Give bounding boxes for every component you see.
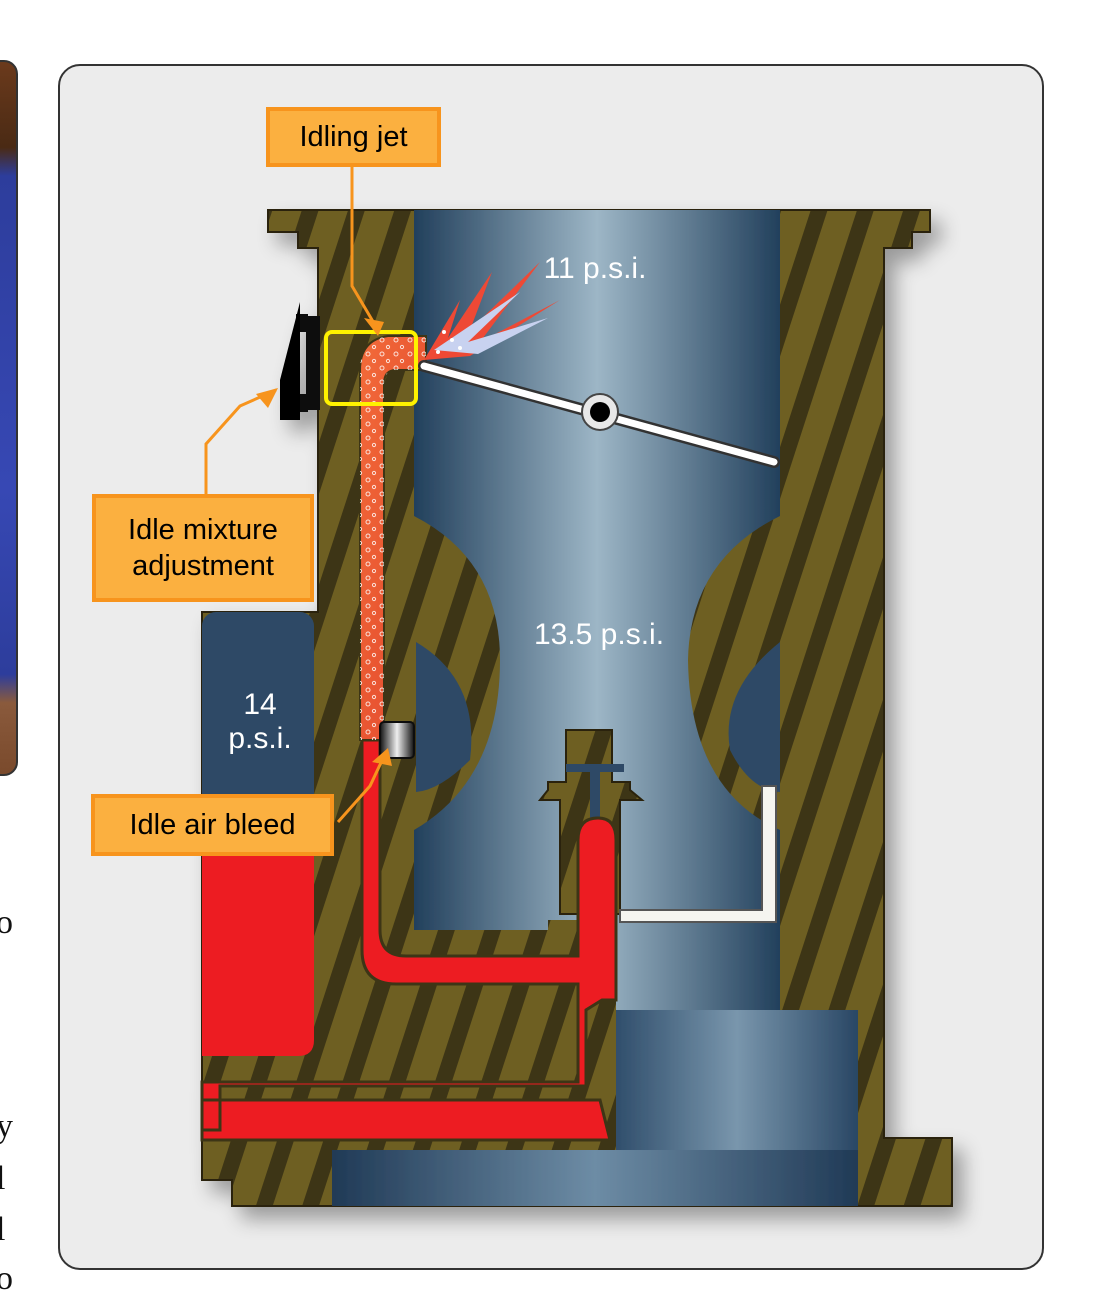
callout-idling-jet: Idling jet [266,107,441,167]
arrowhead [372,748,392,766]
arrowhead [364,318,384,336]
pressure-label-venturi: 13.5 p.s.i. [533,618,665,651]
callout-idle-air-bleed: Idle air bleed [91,794,334,856]
arrowhead [256,388,278,408]
float-chamber-fuel [202,828,314,1056]
pressure-label-float-chamber: 14 p.s.i. [228,688,292,755]
edge-text-char: l [0,1160,6,1197]
adjacent-figure-edge [0,60,18,776]
idling-jet-highlight [324,330,418,406]
fuel-spray [424,262,560,360]
callout-label: Idling jet [299,121,408,153]
callout-idle-mixture-adjustment: Idle mixture adjustment [92,494,314,602]
float-chamber-air [202,612,314,828]
edge-text-char: o [0,1260,13,1297]
callout-label: Idle mixture adjustment [128,514,278,582]
edge-text-char: o [0,904,13,941]
idle-mixture-screw [280,302,320,420]
air-bore [414,210,780,1010]
pressure-label-throttle: 11 p.s.i. [543,252,647,285]
callout-label: Idle air bleed [129,809,296,841]
edge-text-char: y [0,1108,13,1145]
idle-air-bleed-orifice [379,721,415,759]
carburetor-body [200,209,953,1207]
edge-text-char: l [0,1211,6,1248]
